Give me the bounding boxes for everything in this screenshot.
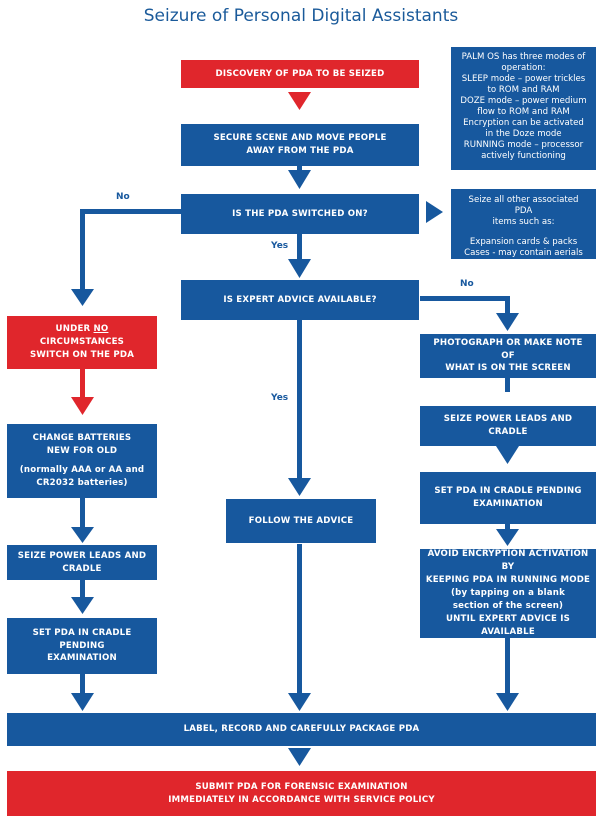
under-no-emphasis: NO [93, 324, 109, 335]
yes-label-switched: Yes [271, 241, 289, 251]
no-label-switched: No [116, 192, 130, 202]
connector-no-horizontal [80, 209, 182, 214]
seize-leads-right-box: SEIZE POWER LEADS AND CRADLE [420, 406, 596, 446]
discovery-box: DISCOVERY OF PDA TO BE SEIZED [181, 60, 419, 88]
follow-advice-label: FOLLOW THE ADVICE [248, 515, 354, 526]
set-pda-right-box: SET PDA IN CRADLE PENDING EXAMINATION [420, 472, 596, 524]
expert-advice-decision: IS EXPERT ADVICE AVAILABLE? [181, 280, 419, 320]
arrowhead-to-follow [288, 478, 311, 496]
arrowhead-to-label-right [496, 693, 519, 711]
under-no-suffix: CIRCUMSTANCES [39, 337, 125, 348]
palm-os-line-8: in the Doze mode [485, 129, 562, 139]
palm-os-line-4: to ROM and RAM [487, 85, 560, 95]
palm-os-line-9: RUNNING mode – processor [463, 140, 584, 150]
palm-os-line-7: Encryption can be activated [463, 118, 584, 128]
secure-scene-box: SECURE SCENE AND MOVE PEOPLE AWAY FROM T… [181, 124, 419, 166]
arrowhead-to-seize-right [496, 446, 519, 464]
palm-os-line-5: DOZE mode – power medium [460, 96, 587, 106]
photograph-box: PHOTOGRAPH OR MAKE NOTE OF WHAT IS ON TH… [420, 334, 596, 378]
connector-set-to-label [80, 674, 85, 696]
seize-associated-line-1: Seize all other associated PDA [468, 195, 579, 216]
submit-box: SUBMIT PDA FOR FORENSIC EXAMINATION IMME… [7, 771, 596, 816]
palm-os-line-3: SLEEP mode – power trickles [461, 74, 586, 84]
seize-leads-left-line-2: CRADLE [62, 563, 102, 574]
set-pda-left-line-1: SET PDA IN CRADLE PENDING [32, 627, 132, 651]
change-batteries-line-3: (normally AAA or AA and [19, 465, 145, 475]
connector-expert-no-horizontal [420, 296, 510, 301]
secure-scene-line-2: AWAY FROM THE PDA [246, 146, 354, 156]
seize-leads-right-label: SEIZE POWER LEADS AND CRADLE [443, 414, 573, 437]
connector-under-no-to-batteries [80, 369, 85, 399]
expert-advice-label: IS EXPERT ADVICE AVAILABLE? [223, 294, 377, 305]
arrowhead-to-set-left [71, 597, 94, 614]
photograph-line-1: PHOTOGRAPH OR MAKE NOTE OF [433, 337, 583, 361]
connector-follow-to-label [297, 544, 302, 696]
seize-associated-line-4: Cases - may contain aerials etc [464, 248, 583, 269]
change-batteries-box: CHANGE BATTERIES NEW FOR OLD (normally A… [7, 424, 157, 498]
seize-associated-line-3: Expansion cards & packs [469, 237, 578, 247]
switched-on-decision: IS THE PDA SWITCHED ON? [181, 194, 419, 234]
avoid-encryption-line-5: UNTIL EXPERT ADVICE IS AVAILABLE [445, 613, 571, 637]
avoid-encryption-line-2: KEEPING PDA IN RUNNING MODE [425, 575, 591, 586]
connector-no-vertical [80, 209, 85, 292]
connector-avoid-to-label [505, 638, 510, 696]
page-title: Seizure of Personal Digital Assistants [143, 6, 459, 26]
under-no-prefix: UNDER [55, 324, 94, 335]
palm-os-line-1: PALM OS has three modes of [461, 52, 586, 62]
discovery-label: DISCOVERY OF PDA TO BE SEIZED [215, 68, 385, 79]
avoid-encryption-line-3: (by tapping on a blank [450, 588, 566, 599]
arrowhead-to-expert [288, 259, 311, 278]
seize-associated-spacer [459, 228, 588, 237]
arrowhead-to-label-centre [288, 693, 311, 711]
arrowhead-to-photograph [496, 313, 519, 331]
seize-leads-left-box: SEIZE POWER LEADS AND CRADLE [7, 545, 157, 580]
arrowhead-to-associated-note [426, 201, 443, 223]
change-batteries-line-2: NEW FOR OLD [46, 446, 118, 457]
palm-os-modes-note: PALM OS has three modes of operation: SL… [451, 47, 596, 170]
arrowhead-to-label-left [71, 693, 94, 711]
under-no-line-2: SWITCH ON THE PDA [29, 349, 135, 360]
under-no-line-1: UNDER NO CIRCUMSTANCES [13, 323, 151, 349]
arrowhead-to-submit [288, 748, 311, 766]
seize-leads-left-line-1: SEIZE POWER LEADS AND [17, 550, 147, 561]
arrowhead-to-batteries [71, 397, 94, 415]
label-record-box: LABEL, RECORD AND CAREFULLY PACKAGE PDA [7, 713, 596, 746]
seize-associated-note: Seize all other associated PDA items suc… [451, 189, 596, 269]
arrowhead-to-secure [288, 92, 311, 110]
yes-label-expert: Yes [271, 393, 289, 403]
label-record-label: LABEL, RECORD AND CAREFULLY PACKAGE PDA [183, 724, 420, 735]
avoid-encryption-line-4: section of the screen) [452, 600, 564, 611]
follow-advice-box: FOLLOW THE ADVICE [226, 499, 376, 543]
palm-os-line-10: actively functioning [481, 151, 566, 161]
connector-batteries-to-seize [80, 498, 85, 530]
arrowhead-to-switched [288, 170, 311, 189]
submit-line-1: SUBMIT PDA FOR FORENSIC EXAMINATION [195, 781, 408, 792]
change-batteries-line-1: CHANGE BATTERIES [32, 433, 132, 444]
secure-scene-line-1: SECURE SCENE AND MOVE PEOPLE [213, 133, 387, 144]
palm-os-line-2: operation: [501, 63, 546, 73]
seize-associated-line-2: items such as: [492, 217, 555, 227]
connector-expert-no-vertical [505, 296, 510, 316]
switched-on-label: IS THE PDA SWITCHED ON? [232, 208, 368, 219]
connector-expert-to-follow [297, 320, 302, 480]
connector-switched-to-expert [297, 234, 302, 262]
set-pda-right-line-2: EXAMINATION [473, 499, 543, 509]
arrowhead-to-seize-left [71, 527, 94, 543]
set-pda-left-line-2: EXAMINATION [47, 653, 117, 664]
avoid-encryption-box: AVOID ENCRYPTION ACTIVATION BY KEEPING P… [420, 549, 596, 638]
photograph-line-2: WHAT IS ON THE SCREEN [445, 363, 571, 374]
set-pda-right-line-1: SET PDA IN CRADLE PENDING [434, 486, 582, 497]
avoid-encryption-line-1: AVOID ENCRYPTION ACTIVATION BY [427, 549, 589, 573]
palm-os-line-6: flow to ROM and RAM [477, 107, 570, 117]
connector-photo-to-seize [505, 378, 510, 392]
no-label-expert: No [460, 279, 474, 289]
under-no-circumstances-box: UNDER NO CIRCUMSTANCES SWITCH ON THE PDA [7, 316, 157, 369]
connector-seize-to-set [80, 580, 85, 600]
arrowhead-to-under-no [71, 289, 94, 306]
submit-line-2: IMMEDIATELY IN ACCORDANCE WITH SERVICE P… [168, 794, 435, 805]
set-pda-left-box: SET PDA IN CRADLE PENDING EXAMINATION [7, 618, 157, 674]
arrowhead-to-set-right [496, 529, 519, 546]
change-batteries-line-4: CR2032 batteries) [36, 477, 128, 488]
